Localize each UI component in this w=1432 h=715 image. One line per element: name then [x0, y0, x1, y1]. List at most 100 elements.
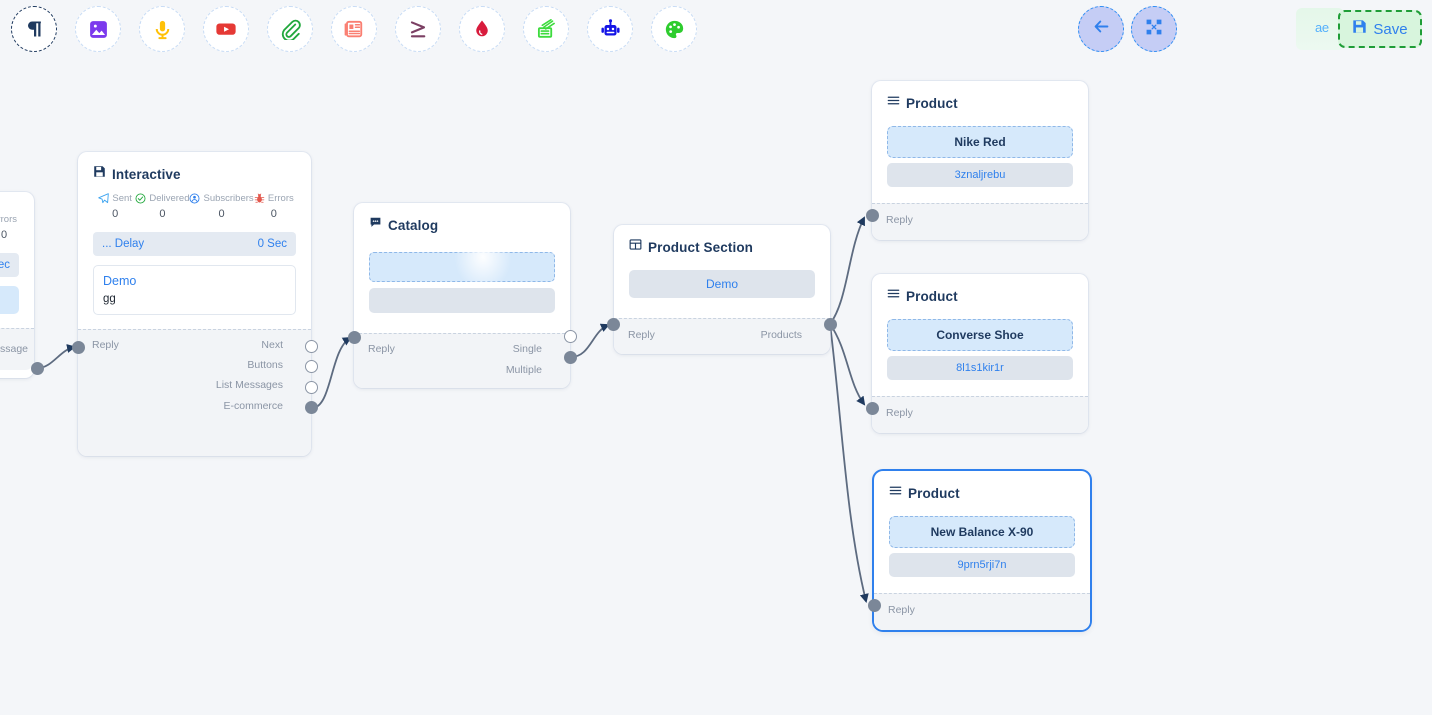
- condition-icon-button[interactable]: [395, 6, 441, 52]
- node-catalog[interactable]: Catalog Reply Single Multiple: [354, 203, 570, 388]
- condition-icon: [408, 19, 429, 40]
- bot-icon: [600, 18, 621, 40]
- stat-value: 0: [1, 229, 8, 241]
- stat-delivered: Delivered 0: [135, 193, 189, 220]
- port-label-products: Products: [760, 329, 802, 341]
- port-out-products[interactable]: [824, 318, 837, 331]
- port-in-reply[interactable]: [348, 331, 361, 344]
- node-ports: Reply Single Multiple: [354, 333, 570, 388]
- stat-label: Errors: [267, 193, 294, 204]
- save-button-label: Save: [1373, 20, 1408, 38]
- bug-icon: [254, 193, 265, 203]
- image-icon-button[interactable]: [75, 6, 121, 52]
- port-in-reply[interactable]: [72, 341, 85, 354]
- node-header: Catalog: [354, 203, 570, 240]
- product-code[interactable]: 3znaljrebu: [887, 163, 1073, 187]
- product-section-button[interactable]: Demo: [629, 270, 815, 298]
- port-in-reply[interactable]: [866, 209, 879, 222]
- product-code[interactable]: 8l1s1kir1r: [887, 356, 1073, 380]
- node-ports: Reply: [872, 203, 1088, 240]
- stat-label: Errors: [0, 214, 17, 225]
- node-product-2[interactable]: Product Converse Shoe 8l1s1kir1r Reply: [872, 274, 1088, 433]
- grid-table-icon: [629, 238, 642, 256]
- bot-icon-button[interactable]: [587, 6, 633, 52]
- palette-icon: [664, 19, 685, 40]
- node-header: Product: [872, 274, 1088, 311]
- node-body: New Balance X-90 9prn5rji7n: [874, 508, 1090, 593]
- node-ports: Reply Products: [614, 318, 830, 354]
- video-icon-button[interactable]: [203, 6, 249, 52]
- back-button[interactable]: [1078, 6, 1124, 52]
- catalog-placeholder-primary[interactable]: [369, 252, 555, 282]
- stat-label: Sent: [112, 193, 132, 204]
- product-name[interactable]: Converse Shoe: [887, 319, 1073, 351]
- list-icon: [536, 18, 557, 40]
- delay-value: 0 Sec: [257, 238, 287, 250]
- text-icon: [24, 19, 44, 39]
- drop-icon-button[interactable]: [459, 6, 505, 52]
- node-body: Converse Shoe 8l1s1kir1r: [872, 311, 1088, 396]
- node-product-section[interactable]: Product Section Demo Reply Products: [614, 225, 830, 354]
- port-label-reply: Reply: [886, 407, 913, 419]
- attachment-icon-button[interactable]: [267, 6, 313, 52]
- node-body: [354, 240, 570, 333]
- node-interactive[interactable]: Interactive Sent 0: [78, 152, 311, 456]
- list-icon-button[interactable]: [523, 6, 569, 52]
- product-name[interactable]: New Balance X-90: [889, 516, 1075, 548]
- message-card[interactable]: Demo gg: [93, 265, 296, 315]
- list-lines-icon: [887, 287, 900, 305]
- stat-value: 0: [270, 208, 277, 220]
- save-disk-icon: [93, 165, 106, 183]
- video-icon: [215, 18, 237, 40]
- port-out-buttons[interactable]: [305, 360, 318, 373]
- port-in-reply[interactable]: [607, 318, 620, 331]
- node-partial-left[interactable]: Errors 0 Sec essage: [0, 192, 34, 378]
- check-circle-icon: [135, 193, 146, 204]
- save-button[interactable]: Save: [1338, 10, 1422, 48]
- product-code[interactable]: 9prn5rji7n: [889, 553, 1075, 577]
- port-out-message[interactable]: [31, 362, 44, 375]
- node-body: Sent 0 Delivered 0: [78, 189, 311, 329]
- product-name[interactable]: Nike Red: [887, 126, 1073, 158]
- port-out-single[interactable]: [564, 330, 577, 343]
- placeholder-box: [0, 286, 19, 314]
- port-in-reply[interactable]: [868, 599, 881, 612]
- catalog-placeholder-secondary[interactable]: [369, 288, 555, 313]
- node-title: Product: [906, 288, 958, 304]
- stat-errors: Errors 0: [254, 193, 294, 220]
- port-label-next: Next: [261, 339, 283, 351]
- palette-icon-button[interactable]: [651, 6, 697, 52]
- port-out-multiple[interactable]: [564, 351, 577, 364]
- delay-row[interactable]: ... Delay 0 Sec: [93, 232, 296, 256]
- fit-to-screen-button[interactable]: [1131, 6, 1177, 52]
- port-label-reply: Reply: [888, 604, 915, 616]
- save-button-ghost: [1296, 8, 1344, 50]
- stat-subscribers: Subscribers 0: [189, 193, 254, 220]
- node-ports: Reply: [874, 593, 1090, 630]
- port-label-reply: Reply: [886, 214, 913, 226]
- save-disk-icon: [1352, 19, 1367, 39]
- node-title: Product: [908, 485, 960, 501]
- compress-icon: [1145, 18, 1163, 41]
- port-label-list-messages: List Messages: [215, 379, 283, 391]
- node-product-3[interactable]: Product New Balance X-90 9prn5rji7n Repl…: [874, 471, 1090, 630]
- port-out-list-messages[interactable]: [305, 381, 318, 394]
- port-out-ecommerce[interactable]: [305, 401, 318, 414]
- port-label-reply: Reply: [368, 343, 395, 355]
- port-out-next[interactable]: [305, 340, 318, 353]
- node-body: Nike Red 3znaljrebu: [872, 118, 1088, 203]
- port-label-message: essage: [0, 343, 28, 355]
- port-label-reply: Reply: [628, 329, 655, 341]
- text-icon-button[interactable]: [11, 6, 57, 52]
- template-icon-button[interactable]: [331, 6, 377, 52]
- audio-icon-button[interactable]: [139, 6, 185, 52]
- node-header: Interactive: [78, 152, 311, 189]
- port-in-reply[interactable]: [866, 402, 879, 415]
- user-circle-icon: [190, 193, 200, 204]
- node-body: Demo: [614, 262, 830, 318]
- message-title: Demo: [103, 274, 137, 288]
- attachment-icon: [280, 19, 301, 40]
- node-product-1[interactable]: Product Nike Red 3znaljrebu Reply: [872, 81, 1088, 240]
- template-icon: [344, 19, 364, 39]
